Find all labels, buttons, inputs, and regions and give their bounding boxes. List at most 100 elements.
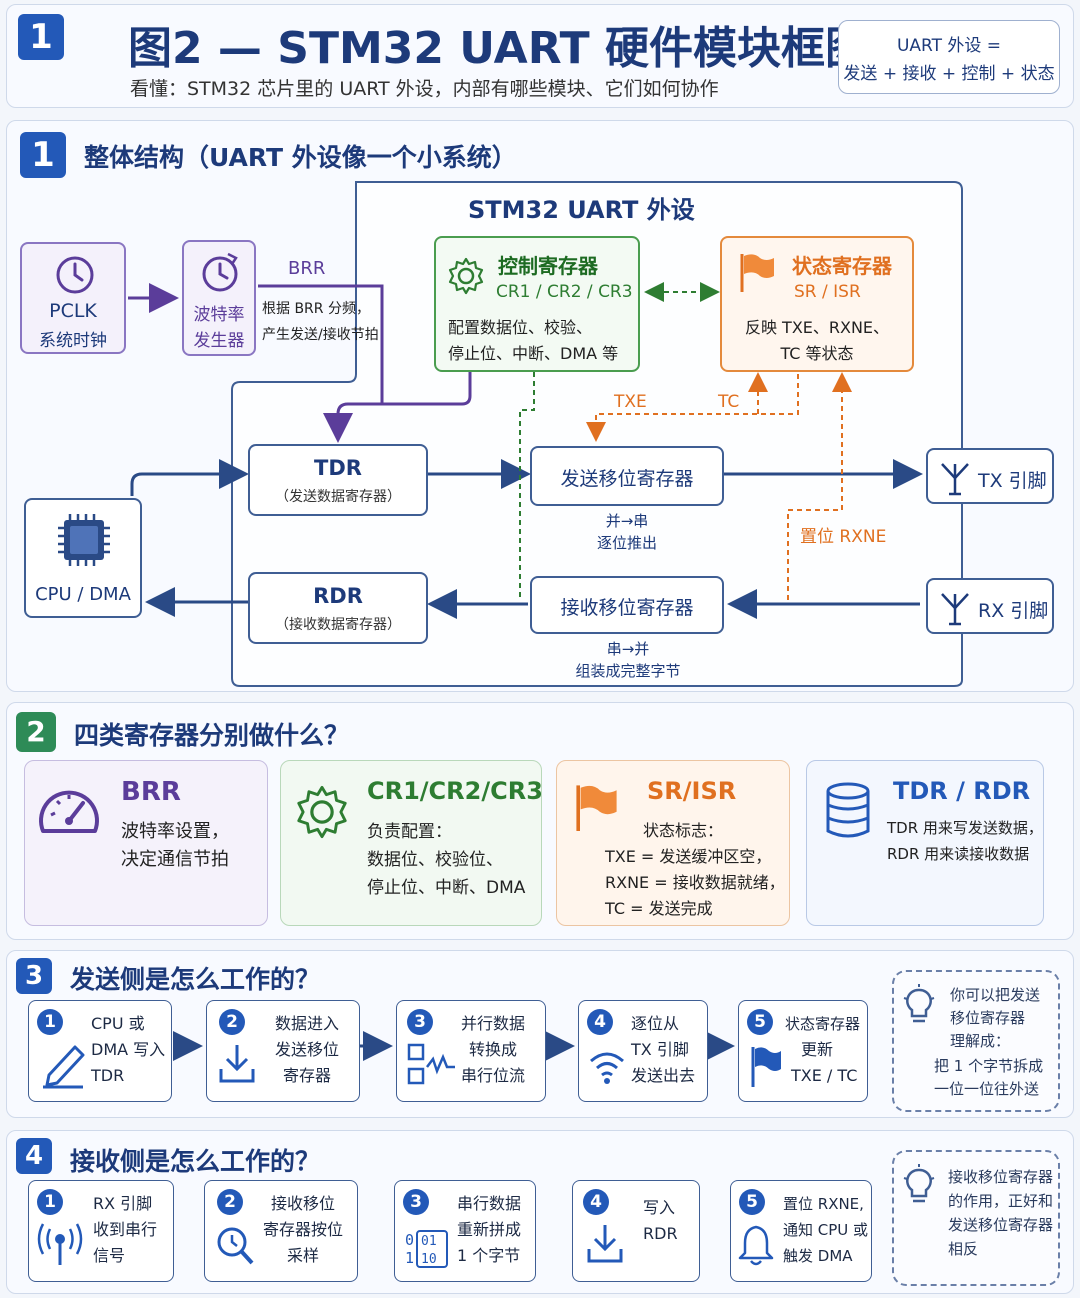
sr-card-line4: TC = 发送完成 <box>605 899 713 918</box>
rx-step-3-line2: 重新拼成 <box>457 1220 522 1239</box>
status-desc2: TC 等状态 <box>780 344 854 363</box>
tx-step-2-line1: 数据进入 <box>275 1014 340 1033</box>
tx-step-1-line3: TDR <box>91 1066 125 1085</box>
rx-shift-note2: 组装成完整字节 <box>575 662 681 680</box>
svg-text:1: 1 <box>405 1249 414 1267</box>
pclk-box: PCLK 系统时钟 <box>20 242 126 354</box>
control-sub: CR1 / CR2 / CR3 <box>496 282 633 302</box>
tc-label: TC <box>718 392 740 412</box>
section2-badge: 2 <box>16 712 56 752</box>
rx-step-5: 5 置位 RXNE, 通知 CPU 或 触发 DMA <box>730 1180 872 1282</box>
rx-note-line3: 发送移位寄存器 <box>948 1216 1054 1234</box>
tx-note-line1: 你可以把发送 <box>950 986 1041 1004</box>
svg-text:01: 01 <box>421 1234 437 1249</box>
brr-note2: 产生发送/接收节拍 <box>262 327 379 343</box>
brr-card-line1: 波特率设置， <box>121 821 229 842</box>
brr-card-title: BRR <box>121 777 181 807</box>
step-number: 2 <box>219 1009 245 1035</box>
tx-step-3-line3: 串行位流 <box>461 1066 526 1085</box>
arrow-baud-tdr <box>258 284 384 443</box>
bell-icon <box>738 1225 774 1266</box>
tx-note-line5: 一位一位往外送 <box>934 1080 1040 1098</box>
rx-note-line2: 的作用，正好和 <box>948 1192 1054 1210</box>
flag-icon <box>740 254 774 292</box>
section3-badge: 3 <box>16 958 52 994</box>
rx-step-1-line2: 收到串行 <box>93 1220 158 1239</box>
step-number: 5 <box>747 1009 773 1035</box>
database-icon <box>826 782 870 838</box>
rx-shift-register-box: 接收移位寄存器 <box>530 576 724 634</box>
lightbulb-icon <box>903 1164 935 1203</box>
tx-step-5: 5 状态寄存器 更新 TXE / TC <box>738 1000 868 1102</box>
dashed-ctrl-shift <box>519 372 535 600</box>
tx-step-5-line1: 状态寄存器 <box>785 1015 861 1033</box>
section3-title: 发送侧是怎么工作的？ <box>70 965 321 994</box>
rx-pin-label: RX 引脚 <box>978 600 1049 622</box>
step-number: 5 <box>739 1189 765 1215</box>
arrow-cpu-tdr <box>130 459 249 496</box>
step-number: 2 <box>217 1189 243 1215</box>
rx-step-4-line1: 写入 <box>643 1198 676 1217</box>
baud-line2: 发生器 <box>193 331 245 351</box>
dashed-rxne <box>787 372 852 600</box>
serial-convert-icon <box>407 1043 455 1085</box>
binary-icon: 0 1 01 10 <box>405 1230 448 1268</box>
cr-card: CR1/CR2/CR3 负责配置： 数据位、校验位、 停止位、中断、DMA <box>280 760 543 926</box>
status-register-box: 状态寄存器 SR / ISR 反映 TXE、RXNE、 TC 等状态 <box>720 236 914 372</box>
gear-icon <box>448 257 484 295</box>
pclk-label: PCLK <box>49 300 97 322</box>
rx-step-2: 2 接收移位 寄存器按位 采样 <box>204 1180 358 1282</box>
tx-note-line3: 理解成： <box>950 1032 1011 1050</box>
tx-step-3: 3 并行数据 转换成 串行位流 <box>396 1000 546 1102</box>
dashed-txe <box>586 374 799 442</box>
tx-step-1-line2: DMA 写入 <box>91 1040 166 1059</box>
flag-icon <box>751 1047 781 1087</box>
rx-step-5-line1: 置位 RXNE, <box>783 1195 864 1213</box>
status-sub: SR / ISR <box>794 282 861 302</box>
rx-shift-label: 接收移位寄存器 <box>560 597 694 619</box>
rx-shift-note1: 串→并 <box>606 640 650 658</box>
sr-card-line3: RXNE = 接收数据就绪， <box>605 873 785 892</box>
rx-step-5-line3: 触发 DMA <box>783 1247 853 1265</box>
tx-note-line2: 移位寄存器 <box>950 1009 1026 1027</box>
peripheral-title: STM32 UART 外设 <box>468 196 695 224</box>
control-desc2: 停止位、中断、DMA 等 <box>448 344 619 363</box>
rdr-title: RDR <box>313 584 363 608</box>
step-number: 3 <box>403 1189 429 1215</box>
tx-step-2: 2 数据进入 发送移位 寄存器 <box>206 1000 360 1102</box>
step-number: 1 <box>37 1009 63 1035</box>
section1-badge: 1 <box>20 132 66 178</box>
rx-step-1-line3: 信号 <box>93 1246 126 1265</box>
step-number: 4 <box>587 1009 613 1035</box>
tx-step-2-line3: 寄存器 <box>283 1066 332 1085</box>
tx-pin-label: TX 引脚 <box>978 470 1047 492</box>
lightbulb-icon <box>903 984 935 1023</box>
tdr-rdr-card-title: TDR / RDR <box>893 777 1031 805</box>
page-subtitle: 看懂：STM32 芯片里的 UART 外设，内部有哪些模块、它们如何协作 <box>130 78 719 100</box>
baud-line1: 波特率 <box>193 305 245 325</box>
rdr-box: RDR （接收数据寄存器） <box>248 572 428 644</box>
pencil-icon <box>43 1045 85 1089</box>
tx-step-4-line3: 发送出去 <box>631 1066 696 1085</box>
cpu-dma-label: CPU / DMA <box>35 584 131 605</box>
step-number: 3 <box>407 1009 433 1035</box>
sr-card-line2: TXE = 发送缓冲区空， <box>605 847 772 866</box>
antenna-icon <box>941 593 969 626</box>
baud-generator-box: 波特率 发生器 <box>182 240 256 356</box>
step-number: 4 <box>583 1189 609 1215</box>
tx-step-3-line1: 并行数据 <box>461 1014 526 1033</box>
page-title: 图2 — STM32 UART 硬件模块框图 <box>128 23 869 74</box>
tdr-sub: （发送数据寄存器） <box>275 489 401 505</box>
rdr-sub: （接收数据寄存器） <box>275 617 401 633</box>
antenna-icon <box>941 463 969 496</box>
magnifier-clock-icon <box>217 1227 254 1265</box>
tx-step-5-line2: 更新 <box>801 1040 834 1059</box>
rx-step-3: 3 0 1 01 10 串行数据 重新拼成 1 个字节 <box>394 1180 536 1282</box>
cpu-dma-box: CPU / DMA <box>24 498 142 618</box>
gauge-icon <box>39 790 99 833</box>
control-title: 控制寄存器 <box>498 254 598 278</box>
rx-step-1-line1: RX 引脚 <box>93 1194 153 1213</box>
rx-step-5-line2: 通知 CPU 或 <box>783 1221 869 1239</box>
brr-card-line2: 决定通信节拍 <box>121 849 229 870</box>
tx-step-1: 1 CPU 或 DMA 写入 TDR <box>28 1000 172 1102</box>
